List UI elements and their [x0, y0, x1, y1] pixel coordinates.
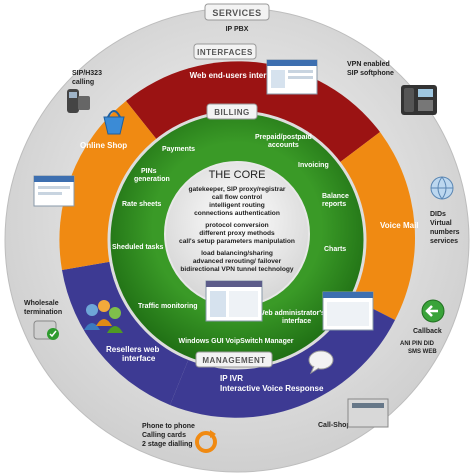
- core-line: different proxy methods: [199, 230, 275, 237]
- label-sip-h323-1: SIP/H323: [72, 70, 102, 77]
- label-callback-sub-1: ANI PIN DID: [400, 341, 435, 347]
- label-pins-1: PINs: [141, 168, 157, 175]
- tab-management[interactable]: MANAGEMENT: [195, 351, 273, 368]
- label-resellers-2: interface: [122, 354, 156, 363]
- users-icon: [84, 300, 123, 333]
- label-prepaid-1: Prepaid/postpaid: [255, 134, 312, 141]
- label-dids-1: DIDs: [430, 211, 446, 218]
- label-online-shop: Online Shop: [80, 141, 127, 150]
- screenshot-icon: [266, 59, 318, 95]
- label-web-admin-2: interface: [282, 318, 311, 325]
- label-balance-2: reports: [322, 201, 346, 208]
- tab-services[interactable]: SERVICES: [204, 3, 270, 21]
- label-voice-mail: Voice Mail: [380, 221, 419, 230]
- label-dids-2: Virtual: [430, 220, 452, 227]
- shopping-basket-icon: [103, 110, 125, 135]
- label-vpn-2: SIP softphone: [347, 70, 394, 77]
- label-web-admin-1: Web administrator's: [258, 310, 325, 317]
- core-title: THE CORE: [209, 169, 266, 181]
- core-line: intelligent routing: [209, 202, 265, 209]
- label-prepaid-2: accounts: [268, 142, 299, 149]
- core-line: connections authentication: [194, 210, 280, 217]
- core-line: call flow control: [212, 194, 262, 201]
- svg-text:BILLING: BILLING: [214, 108, 250, 117]
- label-ip-ivr-2: Interactive Voice Response: [220, 384, 324, 393]
- label-payments: Payments: [162, 146, 195, 153]
- svg-text:INTERFACES: INTERFACES: [197, 48, 253, 57]
- core-line: call's setup parameters manipulation: [179, 238, 295, 245]
- label-ip-ivr-1: IP IVR: [220, 374, 243, 383]
- svg-text:SERVICES: SERVICES: [212, 8, 261, 18]
- label-callback-sub-2: SMS WEB: [408, 349, 437, 355]
- label-invoicing: Invoicing: [298, 162, 329, 169]
- screenshot-icon: [347, 398, 389, 428]
- label-wholesale-1: Wholesale: [24, 300, 59, 307]
- screenshot-icon: [33, 175, 75, 207]
- label-traffic: Traffic monitoring: [138, 303, 198, 310]
- arrow-left-icon: [421, 299, 445, 323]
- label-scheduled: Sheduled tasks: [112, 244, 163, 251]
- label-dids-4: services: [430, 238, 458, 245]
- label-sip-h323-2: calling: [72, 79, 94, 86]
- label-resellers-1: Resellers web: [106, 345, 159, 354]
- label-call-shop: Call-Shop: [318, 422, 351, 429]
- core-line: advanced rerouting/ failover: [193, 258, 282, 265]
- label-wholesale-2: termination: [24, 309, 62, 316]
- label-charts: Charts: [324, 246, 346, 253]
- label-phone-to-phone-1: Phone to phone: [142, 423, 195, 430]
- label-rate-sheets: Rate sheets: [122, 201, 161, 208]
- tab-interfaces[interactable]: INTERFACES: [193, 43, 257, 60]
- voip-phone-icon: [401, 85, 437, 115]
- globe-icon: [430, 176, 454, 200]
- svg-text:MANAGEMENT: MANAGEMENT: [202, 356, 265, 365]
- screenshot-icon: [322, 291, 374, 331]
- speech-bubble-icon: [308, 350, 334, 375]
- core-line: gatekeeper, SIP proxy/registrar: [188, 186, 285, 193]
- tab-billing[interactable]: BILLING: [206, 103, 258, 120]
- label-callback: Callback: [413, 328, 442, 335]
- label-balance-1: Balance: [322, 193, 349, 200]
- core-line: bidirectional VPN tunnel technology: [180, 266, 294, 273]
- screenshot-icon: [205, 280, 263, 322]
- label-windows-gui: Windows GUI VoipSwitch Manager: [179, 338, 294, 345]
- label-web-end-users: Web end-users interface: [190, 71, 283, 80]
- label-ip-pbx: IP PBX: [226, 26, 249, 33]
- label-pins-2: generation: [134, 176, 170, 183]
- label-vpn-1: VPN enabled: [347, 61, 390, 68]
- refresh-icon: [195, 430, 217, 453]
- label-phone-to-phone-3: 2 stage dialling: [142, 441, 193, 448]
- phone-icon: [67, 89, 90, 113]
- core-line: protocol conversion: [205, 222, 268, 229]
- core-line: load balancing/sharing: [201, 250, 273, 257]
- core-lines: gatekeeper, SIP proxy/registrar call flo…: [179, 186, 295, 273]
- label-phone-to-phone-2: Calling cards: [142, 432, 186, 439]
- label-dids-3: numbers: [430, 229, 460, 236]
- server-icon: [33, 320, 59, 340]
